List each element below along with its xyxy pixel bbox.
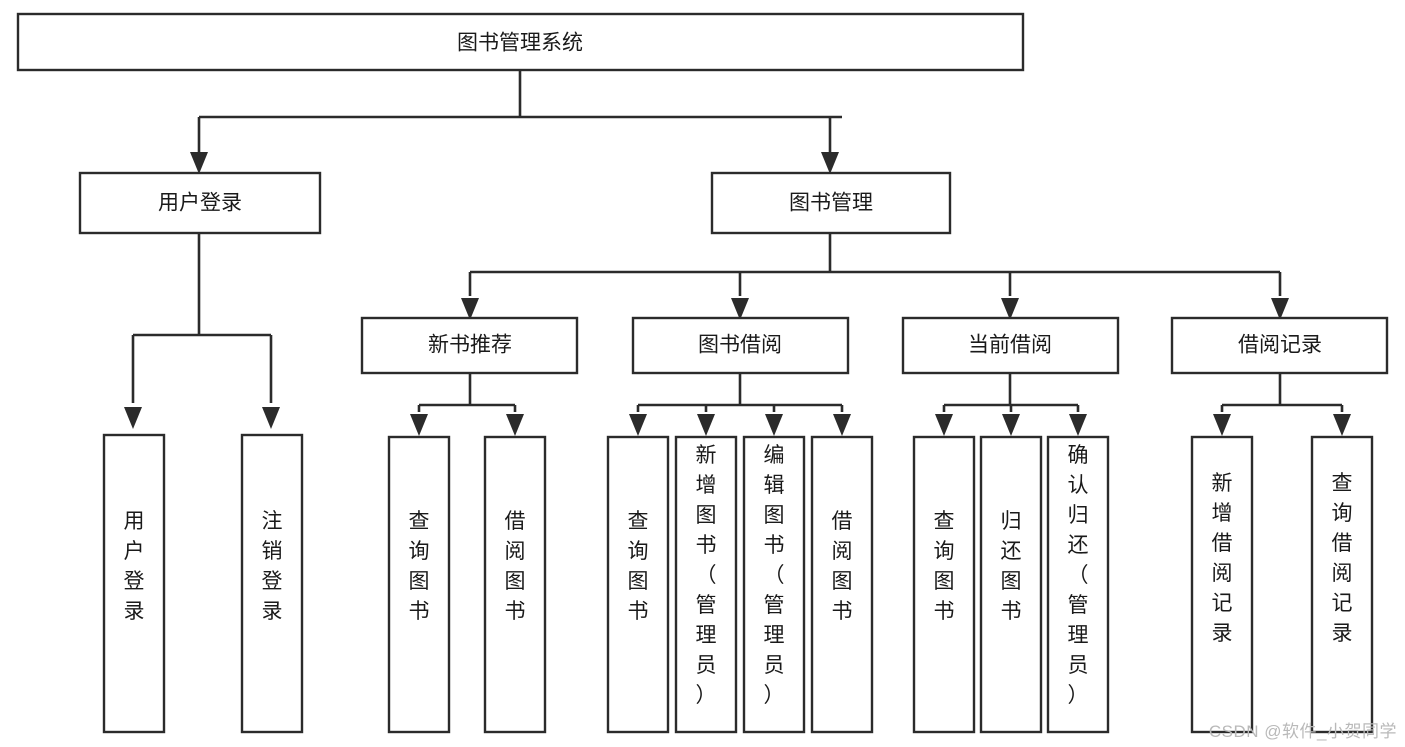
arrowhead-book-borrow-leaf-3 xyxy=(833,414,851,436)
arrowhead-current-borrow-leaf-0 xyxy=(935,414,953,436)
arrowhead-book-borrow-leaf-1 xyxy=(697,414,715,436)
arrowhead-book-mgmt xyxy=(821,152,839,174)
arrowhead-borrow-record-leaf-0 xyxy=(1213,414,1231,436)
leaf-book-borrow-borrow[interactable]: 借阅图书 xyxy=(810,435,874,734)
arrowhead-new-book-leaf-1 xyxy=(506,414,524,436)
leaf-current-borrow-query-label: 查询图书 xyxy=(934,510,955,623)
node-book-management[interactable]: 图书管理 xyxy=(710,171,952,235)
node-book-management-label: 图书管理 xyxy=(789,192,873,215)
arrowhead-current-borrow-leaf-1 xyxy=(1002,414,1020,436)
leaf-book-borrow-add-label: 新增图书（管理员） xyxy=(696,444,717,707)
arrowhead-current-borrow-leaf-2 xyxy=(1069,414,1087,436)
arrowhead-level2-0 xyxy=(461,298,479,320)
arrowhead-user-login-leaf-0 xyxy=(124,407,142,429)
arrowhead-user-login-leaf-1 xyxy=(262,407,280,429)
leaf-book-borrow-query[interactable]: 查询图书 xyxy=(606,435,670,734)
node-new-book-recommend-label: 新书推荐 xyxy=(428,334,512,357)
node-borrow-record[interactable]: 借阅记录 xyxy=(1170,316,1389,375)
arrowhead-user-login xyxy=(190,152,208,174)
node-current-borrow-label: 当前借阅 xyxy=(968,334,1052,357)
leaf-current-borrow-return-label: 归还图书 xyxy=(1001,510,1022,623)
leaf-current-borrow-return[interactable]: 归还图书 xyxy=(979,435,1043,734)
leaf-new-book-borrow-label: 借阅图书 xyxy=(505,510,526,623)
leaf-borrow-record-query-label: 查询借阅记录 xyxy=(1332,472,1353,645)
leaf-user-login-login[interactable]: 用户登录 xyxy=(102,433,166,734)
arrowhead-book-borrow-leaf-0 xyxy=(629,414,647,436)
arrowhead-book-borrow-leaf-2 xyxy=(765,414,783,436)
leaf-book-borrow-edit[interactable]: 编辑图书（管理员） xyxy=(742,435,806,734)
node-book-borrow[interactable]: 图书借阅 xyxy=(631,316,850,375)
node-root[interactable]: 图书管理系统 xyxy=(16,12,1025,72)
leaf-book-borrow-edit-label: 编辑图书（管理员） xyxy=(764,444,785,707)
arrowhead-borrow-record-leaf-1 xyxy=(1333,414,1351,436)
leaf-borrow-record-add-label: 新增借阅记录 xyxy=(1212,472,1233,645)
leaf-new-book-borrow[interactable]: 借阅图书 xyxy=(483,435,547,734)
node-root-label: 图书管理系统 xyxy=(457,32,583,55)
arrowhead-level2-1 xyxy=(731,298,749,320)
node-new-book-recommend[interactable]: 新书推荐 xyxy=(360,316,579,375)
leaf-book-borrow-borrow-label: 借阅图书 xyxy=(832,510,853,623)
leaf-current-borrow-query[interactable]: 查询图书 xyxy=(912,435,976,734)
leaf-user-login-logout[interactable]: 注销登录 xyxy=(240,433,304,734)
leaf-user-login-logout-label: 注销登录 xyxy=(262,510,283,623)
node-user-login-label: 用户登录 xyxy=(158,192,242,215)
leaf-borrow-record-add[interactable]: 新增借阅记录 xyxy=(1190,435,1254,734)
arrowhead-new-book-leaf-0 xyxy=(410,414,428,436)
leaf-book-borrow-add[interactable]: 新增图书（管理员） xyxy=(674,435,738,734)
leaf-borrow-record-query[interactable]: 查询借阅记录 xyxy=(1310,435,1374,734)
arrowhead-level2-2 xyxy=(1001,298,1019,320)
node-book-borrow-label: 图书借阅 xyxy=(698,334,782,357)
arrowhead-level2-3 xyxy=(1271,298,1289,320)
node-user-login[interactable]: 用户登录 xyxy=(78,171,322,235)
leaf-current-borrow-confirm[interactable]: 确认归还（管理员） xyxy=(1046,435,1110,734)
leaf-new-book-query-label: 查询图书 xyxy=(409,510,430,623)
node-borrow-record-label: 借阅记录 xyxy=(1238,334,1322,357)
connector-layer xyxy=(124,70,1351,436)
leaf-user-login-login-label: 用户登录 xyxy=(124,510,145,623)
node-current-borrow[interactable]: 当前借阅 xyxy=(901,316,1120,375)
leaf-current-borrow-confirm-label: 确认归还（管理员） xyxy=(1068,444,1089,707)
leaf-new-book-query[interactable]: 查询图书 xyxy=(387,435,451,734)
leaf-book-borrow-query-label: 查询图书 xyxy=(628,510,649,623)
